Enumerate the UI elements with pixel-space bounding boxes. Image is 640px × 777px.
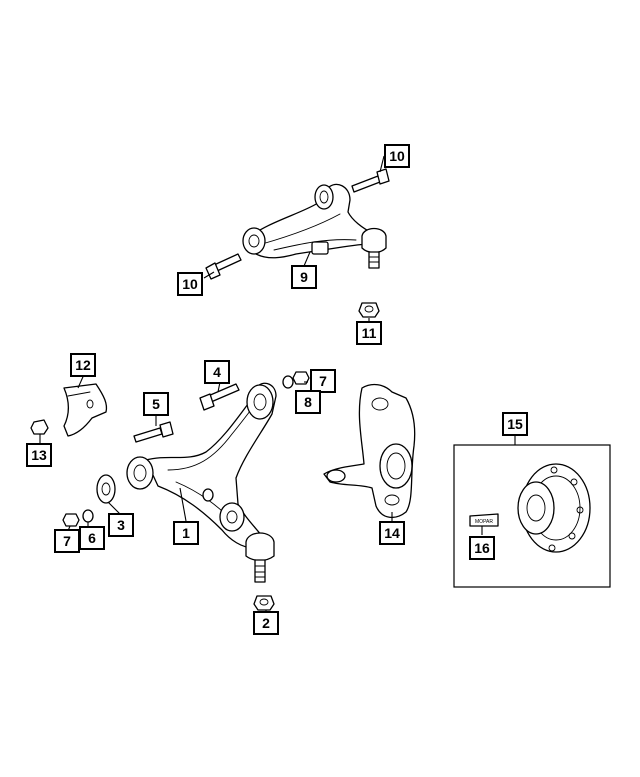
svg-text:9: 9 — [300, 269, 308, 285]
svg-text:7: 7 — [319, 373, 327, 389]
steering-knuckle — [323, 383, 416, 518]
callout-14: 14 — [379, 521, 405, 545]
svg-text:8: 8 — [304, 394, 312, 410]
callout-5: 5 — [143, 392, 169, 416]
hub-bearing — [517, 463, 591, 553]
upper-nut — [358, 302, 380, 318]
callout-6: 6 — [79, 526, 105, 550]
svg-text:6: 6 — [88, 530, 96, 546]
lower-bolt-rear — [199, 383, 240, 411]
hub-bolt: MOPAR — [469, 513, 499, 527]
callout-10-left: 10 — [177, 272, 203, 296]
svg-text:13: 13 — [31, 447, 47, 463]
svg-text:7: 7 — [63, 533, 71, 549]
svg-text:16: 16 — [474, 540, 490, 556]
svg-text:2: 2 — [262, 615, 270, 631]
callout-12: 12 — [70, 353, 96, 377]
svg-text:10: 10 — [182, 276, 198, 292]
callout-10-top: 10 — [384, 144, 410, 168]
upper-washer-nut — [282, 371, 310, 389]
callout-11: 11 — [356, 321, 382, 345]
callout-7-top: 7 — [310, 369, 336, 393]
svg-text:15: 15 — [507, 416, 523, 432]
bracket — [63, 383, 108, 437]
callout-7-bottom: 7 — [54, 529, 80, 553]
svg-text:10: 10 — [389, 148, 405, 164]
upper-bolt-top — [351, 168, 390, 193]
callout-2: 2 — [253, 611, 279, 635]
svg-text:5: 5 — [152, 396, 160, 412]
svg-text:14: 14 — [384, 525, 400, 541]
svg-text:4: 4 — [213, 364, 221, 380]
lower-bolt-front — [133, 421, 174, 443]
lower-nut-washer — [62, 509, 94, 527]
lower-nut — [253, 595, 275, 611]
upper-control-arm — [242, 183, 387, 269]
callout-15: 15 — [502, 412, 528, 436]
svg-text:1: 1 — [182, 525, 190, 541]
lower-control-arm — [126, 382, 277, 583]
large-washer — [96, 474, 116, 504]
callout-4: 4 — [204, 360, 230, 384]
hub-assembly-frame — [453, 444, 611, 588]
callout-1: 1 — [173, 521, 199, 545]
callout-8: 8 — [295, 390, 321, 414]
hub-bolt-marking: MOPAR — [475, 519, 493, 525]
callout-13: 13 — [26, 443, 52, 467]
upper-bolt-left — [205, 253, 242, 280]
callout-3: 3 — [108, 513, 134, 537]
bracket-nut — [30, 419, 49, 435]
svg-text:3: 3 — [117, 517, 125, 533]
svg-text:12: 12 — [75, 357, 91, 373]
callout-9: 9 — [291, 265, 317, 289]
svg-text:11: 11 — [362, 325, 377, 341]
callout-16: 16 — [469, 536, 495, 560]
